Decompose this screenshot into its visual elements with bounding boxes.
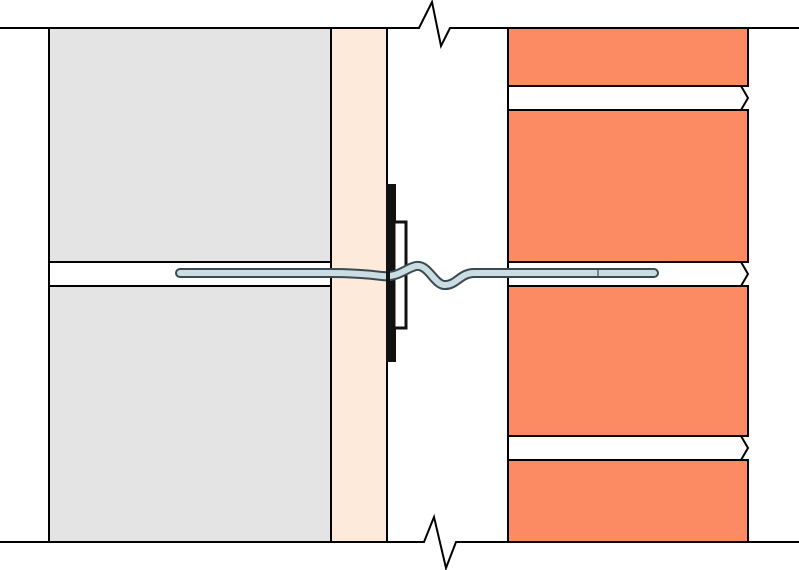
- mortar-joint-1: [507, 85, 750, 111]
- clip-front-edge: [386, 184, 390, 362]
- insulation-board: [330, 27, 388, 543]
- top-boundary-line-with-break: [0, 0, 799, 50]
- brick-3: [507, 285, 749, 437]
- brick-1: [507, 27, 749, 87]
- concrete-block-lower: [48, 285, 332, 543]
- mortar-joint-3: [507, 435, 750, 461]
- brick-4: [507, 459, 749, 543]
- wall-tie: [175, 261, 659, 290]
- bottom-boundary-line-with-break: [0, 513, 799, 570]
- brick-2: [507, 109, 749, 263]
- inner-leaf-blockwork: [48, 27, 332, 543]
- concrete-block-upper: [48, 27, 332, 263]
- wall-tie-body: [177, 262, 657, 288]
- outer-leaf-brickwork: [507, 27, 750, 543]
